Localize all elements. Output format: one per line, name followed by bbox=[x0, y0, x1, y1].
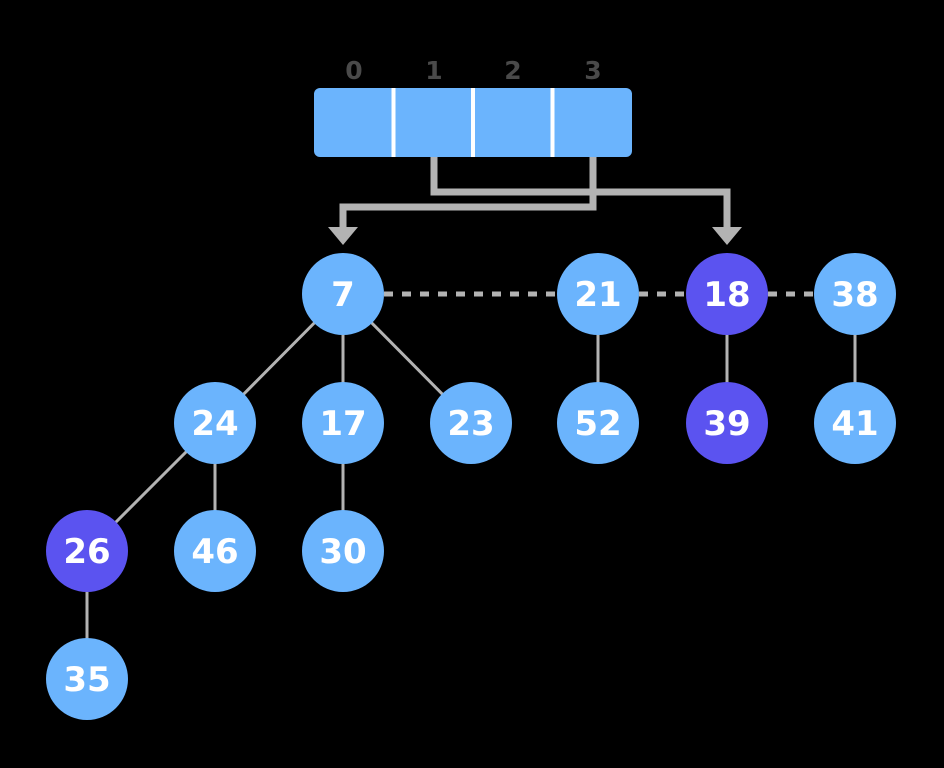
bucket-cell-3[interactable] bbox=[553, 88, 633, 157]
node-circle-38 bbox=[814, 253, 896, 335]
node-circle-18 bbox=[686, 253, 768, 335]
node-circle-17 bbox=[302, 382, 384, 464]
tree-node-26[interactable]: 26 bbox=[46, 510, 128, 592]
tree-node-30[interactable]: 30 bbox=[302, 510, 384, 592]
node-circle-26 bbox=[46, 510, 128, 592]
node-circle-39 bbox=[686, 382, 768, 464]
bucket-index-layer: 0 1 2 3 bbox=[345, 56, 601, 85]
node-circle-52 bbox=[557, 382, 639, 464]
tree-node-38[interactable]: 38 bbox=[814, 253, 896, 335]
pointer-cell1-to-node18 bbox=[430, 157, 731, 229]
node-circle-46 bbox=[174, 510, 256, 592]
node-layer: 7 21 18 38 24 17 23 52 39 41 26 46 30 35 bbox=[46, 253, 896, 720]
bucket-index-label-1: 1 bbox=[425, 56, 442, 85]
node-circle-24 bbox=[174, 382, 256, 464]
node-circle-7 bbox=[302, 253, 384, 335]
tree-node-52[interactable]: 52 bbox=[557, 382, 639, 464]
node-circle-30 bbox=[302, 510, 384, 592]
pointer-cell3-to-node7 bbox=[339, 157, 597, 229]
bucket-index-label-0: 0 bbox=[345, 56, 362, 85]
node-circle-21 bbox=[557, 253, 639, 335]
node-circle-35 bbox=[46, 638, 128, 720]
tree-edge-layer bbox=[85, 292, 857, 679]
bucket-cell-1[interactable] bbox=[394, 88, 474, 157]
pointer-cell3-to-node7-arrowhead bbox=[328, 227, 358, 245]
bucket-cell-2[interactable] bbox=[473, 88, 553, 157]
bucket-array-layer bbox=[314, 88, 632, 157]
tree-node-23[interactable]: 23 bbox=[430, 382, 512, 464]
tree-node-24[interactable]: 24 bbox=[174, 382, 256, 464]
tree-node-35[interactable]: 35 bbox=[46, 638, 128, 720]
node-circle-23 bbox=[430, 382, 512, 464]
bucket-index-label-3: 3 bbox=[584, 56, 601, 85]
pointer-cell1-to-node18-arrowhead bbox=[712, 227, 742, 245]
bucket-cell-0[interactable] bbox=[314, 88, 394, 157]
tree-node-46[interactable]: 46 bbox=[174, 510, 256, 592]
tree-node-7[interactable]: 7 bbox=[302, 253, 384, 335]
bucket-pointer-layer bbox=[328, 157, 742, 245]
tree-node-18[interactable]: 18 bbox=[686, 253, 768, 335]
bucket-index-label-2: 2 bbox=[504, 56, 521, 85]
tree-node-39[interactable]: 39 bbox=[686, 382, 768, 464]
tree-node-17[interactable]: 17 bbox=[302, 382, 384, 464]
tree-node-21[interactable]: 21 bbox=[557, 253, 639, 335]
node-circle-41 bbox=[814, 382, 896, 464]
tree-node-41[interactable]: 41 bbox=[814, 382, 896, 464]
